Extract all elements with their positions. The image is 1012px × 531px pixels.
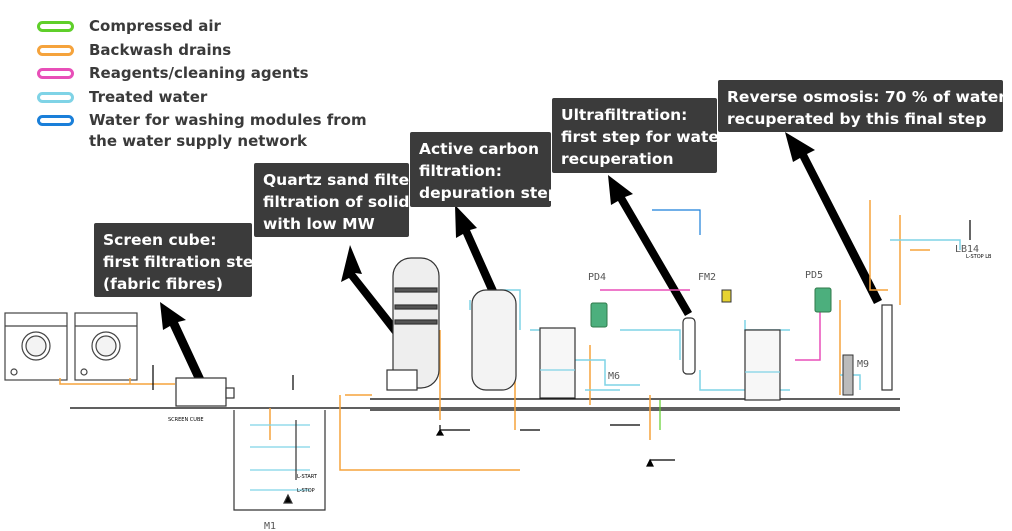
callout-active-carbon: Active carbon filtration: depuration ste… — [410, 132, 559, 207]
quartz-filter-vessel — [386, 257, 440, 391]
legend-label: Treated water — [89, 87, 208, 106]
callout-ultrafiltration: Ultrafiltration: first step for water re… — [552, 98, 727, 173]
callout-line: Active carbon — [419, 140, 539, 158]
legend-label: Water for washing modules from — [89, 111, 367, 129]
carbon-filter-vessel — [471, 289, 517, 391]
callout-reverse-osmosis: Reverse osmosis: 70 % of water is recupe… — [718, 80, 1012, 132]
washing-machine-1 — [4, 312, 68, 381]
legend-swatch-cyan — [37, 91, 74, 103]
label-screen-cube: SCREEN CUBE — [168, 417, 204, 423]
legend-swatch-pink — [37, 68, 74, 79]
callout-line: Ultrafiltration: — [561, 106, 688, 124]
diagram-labels: SCREEN CUBE L-START L-STOP L-STOP LB — [168, 254, 992, 494]
callout-line: (fabric fibres) — [103, 275, 223, 293]
pump-m9 — [842, 354, 854, 396]
callout-line: filtration of solids — [263, 193, 419, 211]
callout-quartz-sand-filter: Quartz sand filter: filtration of solids… — [254, 163, 423, 237]
uf-module — [682, 317, 696, 375]
tank-2 — [744, 329, 781, 401]
reagent-canister-pd5 — [814, 287, 832, 313]
tag-pd5: PD5 — [805, 270, 823, 281]
tag-lb14: LB14 — [955, 244, 979, 255]
tag-m6: M6 — [608, 371, 620, 382]
tank-1 — [539, 327, 576, 399]
label-l-stop-lb: L-STOP LB — [966, 254, 992, 260]
label-l-start: L-START — [297, 474, 318, 480]
flow-meter-fm2 — [721, 289, 732, 303]
arrow-ro — [785, 132, 882, 304]
legend-label: Reagents/cleaning agents — [89, 64, 309, 82]
screen-cube — [175, 377, 235, 407]
callout-line: Screen cube: — [103, 231, 217, 249]
tag-pd4: PD4 — [588, 272, 606, 283]
callout-line: recuperation — [561, 150, 674, 168]
reagent-pipes — [600, 289, 821, 361]
floor-lines — [70, 398, 900, 411]
callout-line: depuration step — [419, 184, 559, 202]
legend-label-continued: the water supply network — [89, 132, 307, 150]
ro-module — [881, 304, 893, 391]
arrow-screen-cube — [160, 302, 211, 397]
tag-m1: M1 — [264, 521, 276, 531]
callout-line: recuperated by this final step — [727, 110, 987, 128]
legend-label: Backwash drains — [89, 40, 232, 59]
label-l-stop: L-STOP — [297, 488, 315, 494]
callout-line: filtration: — [419, 162, 502, 180]
washing-water-pipes — [652, 209, 701, 235]
drain-symbols — [152, 220, 971, 467]
legend-swatch-blue — [37, 115, 74, 126]
arrow-ultra — [608, 175, 692, 316]
callout-line: Quartz sand filter: — [263, 171, 423, 189]
tag-fm2: FM2 — [698, 272, 716, 283]
arrow-carbon — [455, 205, 505, 311]
callout-line: first step for water — [561, 128, 727, 146]
sump-tank — [233, 410, 326, 511]
legend-swatch-orange — [37, 44, 74, 56]
equipment-tags: M1 M6 M9 PD4 PD5 FM2 LB14 — [264, 244, 979, 531]
callout-line: Reverse osmosis: 70 % of water is — [727, 88, 1012, 106]
washing-machine-2 — [74, 312, 138, 381]
legend-swatch-green — [37, 21, 74, 32]
legend-label: Compressed air — [89, 17, 221, 35]
callout-line: first filtration step — [103, 253, 265, 271]
callout-line: with low MW — [263, 215, 375, 233]
callout-screen-cube: Screen cube: first filtration step (fabr… — [94, 223, 265, 297]
tag-m9: M9 — [857, 359, 869, 370]
reagent-canister-pd4 — [590, 302, 608, 328]
